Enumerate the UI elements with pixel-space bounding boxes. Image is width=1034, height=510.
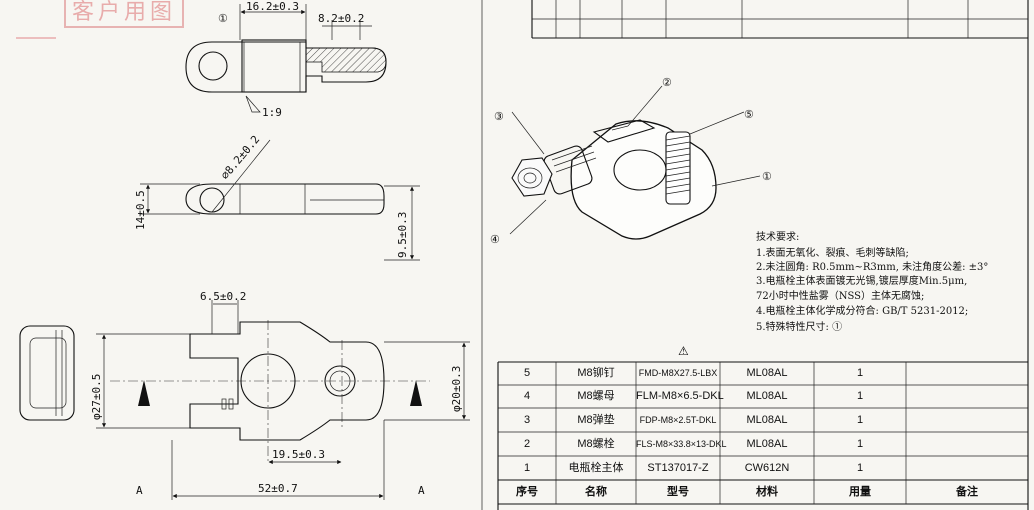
bom-cell: ML08AL [746, 414, 788, 426]
requirement-item: 2.未注圆角: R0.5mm~R3mm, 未注角度公差: ±3° [756, 262, 989, 273]
bom-cell: 5 [523, 367, 531, 379]
bom-cell: 3 [523, 414, 531, 426]
isometric-view: ③ ② ⑤ ① ④ [490, 76, 772, 246]
top-section-view: ① 16.2±0.3 8.2±0.2 1:9 [185, 0, 387, 119]
bom-cell: FMD-M8X27.5-LBX [638, 368, 718, 378]
iso-balloon-5: ⑤ [744, 108, 754, 121]
taper-note: 1:9 [262, 106, 282, 119]
bom-cell: M8螺栓 [577, 438, 615, 450]
requirement-item: 72小时中性盐雾（NSS）主体无腐蚀; [756, 291, 925, 302]
requirement-item: 4.电瓶栓主体化学成分符合: GB/T 5231-2012; [756, 306, 969, 317]
bom-header-cell: 名称 [585, 486, 607, 498]
bom-table-grid [497, 361, 1028, 510]
requirement-item: 1.表面无氧化、裂痕、毛刺等缺陷; [756, 248, 909, 259]
bom-cell [906, 456, 1028, 480]
end-view [19, 325, 75, 421]
iso-balloon-3: ③ [494, 110, 504, 123]
dim-outer: φ27±0.5 [90, 374, 103, 420]
plan-view: 6.5±0.2 φ27±0.5 φ20±0.3 19.5±0.3 52±0.7 … [90, 290, 470, 500]
bom-cell: 1 [856, 462, 864, 474]
bom-cell: FLM-M8×6.5-DKL [636, 390, 724, 402]
bom-cell: 4 [523, 390, 531, 402]
bom-cell: ML08AL [746, 438, 788, 450]
dim-width: 16.2±0.3 [246, 0, 299, 13]
requirement-item: 3.电瓶栓主体表面镀无光锡,镀层厚度Min.5μm, [756, 276, 968, 287]
bom-header-cell: 型号 [667, 486, 689, 498]
view-balloon-1: ① [218, 12, 228, 25]
bom-cell: M8弹垫 [577, 414, 615, 426]
bom-cell: M8螺母 [577, 390, 615, 402]
iso-balloon-2: ② [662, 76, 672, 89]
bom-cell [906, 385, 1028, 408]
bom-cell: 2 [523, 438, 531, 450]
dim-height: 14±0.5 [134, 190, 147, 230]
dim-length: 52±0.7 [258, 482, 298, 495]
bom-cell [906, 432, 1028, 456]
iso-balloon-1: ① [762, 170, 772, 183]
bom-header-cell: 备注 [956, 486, 978, 498]
bom-cell [906, 408, 1028, 432]
dim-offset: 9.5±0.3 [396, 212, 409, 258]
revision-mark: ⚠ [678, 344, 689, 358]
bom-header-cell: 用量 [849, 486, 871, 498]
top-table [531, 0, 1028, 39]
dim-step: 8.2±0.2 [318, 12, 364, 25]
side-view: ⌀8.2±0.2 14±0.5 9.5±0.3 [134, 133, 420, 261]
iso-balloon-4: ④ [490, 233, 500, 246]
bom-header-cell: 材料 [756, 486, 778, 498]
bom-cell: 1 [856, 367, 864, 379]
dim-eye: φ20±0.3 [450, 366, 463, 412]
bom-cell: ST137017-Z [647, 462, 709, 474]
requirements-title: 技术要求: [756, 232, 800, 243]
bom-cell: ML08AL [746, 367, 788, 379]
bom-cell: 电瓶栓主体 [568, 462, 624, 474]
section-label-left: A [136, 484, 143, 497]
bom-cell [906, 362, 1028, 385]
bom-cell: ML08AL [746, 390, 788, 402]
bom-cell: FDP-M8×2.5T-DKL [639, 415, 717, 425]
bom-cell: M8铆钉 [577, 367, 615, 379]
stamp-mark [16, 37, 56, 39]
bom-cell: FLS-M8×33.8×13-DKL [636, 439, 727, 449]
bom-cell: 1 [856, 390, 864, 402]
bom-cell: 1 [856, 438, 864, 450]
bom-cell: 1 [856, 414, 864, 426]
bom-cell: CW612N [744, 462, 790, 474]
requirement-item: 5.特殊特性尺寸: ① [756, 322, 843, 333]
dim-slot: 6.5±0.2 [200, 290, 246, 303]
dim-centers: 19.5±0.3 [272, 448, 325, 461]
customer-stamp: 客户用图 [64, 0, 184, 28]
bom-header-cell: 序号 [516, 486, 538, 498]
bom-cell: 1 [523, 462, 531, 474]
section-label-right: A [418, 484, 425, 497]
